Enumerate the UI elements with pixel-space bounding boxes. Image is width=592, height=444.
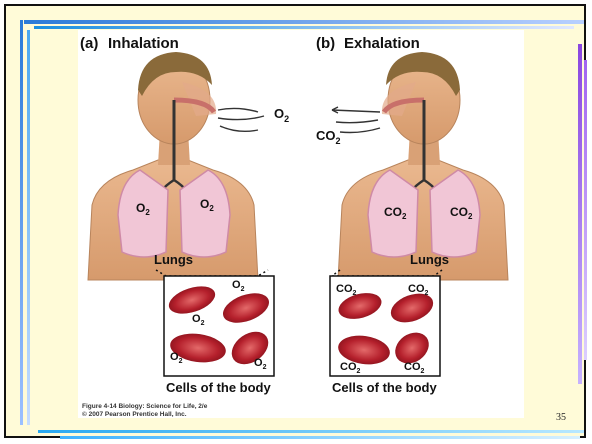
decor-bar-top — [24, 20, 584, 24]
respiration-figure: (a) Inhalation O2 O2 O2 Lungs O2 O2 O2 O… — [78, 30, 524, 418]
inhalation-person — [88, 52, 264, 280]
decor-bar-right-inner — [584, 60, 587, 360]
decor-bar-left-inner — [27, 30, 30, 425]
inhalation-cells-label: Cells of the body — [166, 380, 272, 395]
inhalation-letter: (a) — [80, 35, 98, 52]
credit-line-2: © 2007 Pearson Prentice Hall, Inc. — [82, 410, 187, 418]
decor-bar-bottom-inner — [60, 436, 580, 439]
decor-bar-top-inner — [34, 26, 574, 29]
figure-svg: (a) Inhalation O2 O2 O2 Lungs O2 O2 O2 O… — [78, 30, 524, 418]
inhalation-air-o2: O2 — [274, 106, 289, 124]
exhalation-letter: (b) — [316, 35, 335, 52]
inhalation-title: Inhalation — [108, 35, 179, 52]
decor-bar-right — [578, 44, 582, 384]
exhalation-person — [332, 52, 508, 280]
inhalation-lungs-label: Lungs — [154, 252, 193, 267]
exhalation-lungs-label: Lungs — [410, 252, 449, 267]
exhalation-air-co2: CO2 — [316, 128, 341, 146]
decor-bar-bottom — [38, 430, 584, 433]
credit-line-1: Figure 4-14 Biology: Science for Life, 2… — [82, 403, 208, 410]
slide-number: 35 — [556, 412, 566, 423]
exhalation-title: Exhalation — [344, 35, 420, 52]
exhalation-cells-label: Cells of the body — [332, 380, 438, 395]
decor-bar-left — [20, 20, 23, 425]
